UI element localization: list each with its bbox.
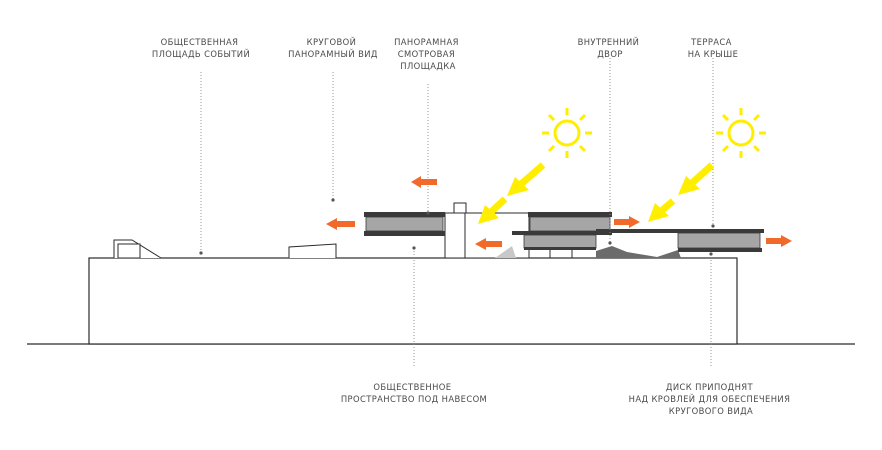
sunlight-arrow-icon: [478, 196, 508, 224]
roof-terrace-disc: [596, 229, 764, 252]
building-mass: [88, 257, 738, 345]
view-direction-arrow-icon: [614, 216, 640, 228]
roof-structure-ramp: [113, 239, 162, 259]
view-direction-arrow-icon: [475, 238, 502, 250]
label-covered-public-space: ОБЩЕСТВЕННОЕ ПРОСТРАНСТВО ПОД НАВЕСОМ: [341, 382, 487, 404]
view-direction-arrow-icon: [326, 218, 355, 230]
sunlight-arrow-icon: [648, 198, 676, 222]
observation-deck-disc: [364, 212, 445, 236]
label-roof-terrace: ТЕРРАСА НА КРЫШЕ: [688, 37, 739, 59]
sunlight-arrow-icon: [678, 162, 715, 195]
label-public-event-square: ОБЩЕСТВЕННАЯ ПЛОЩАДЬ СОБЫТИЙ: [152, 37, 250, 59]
view-direction-arrow-icon: [411, 176, 437, 188]
courtyard-floor: [596, 246, 681, 258]
view-direction-arrow-icon: [766, 235, 792, 247]
label-raised-disc: ДИСК ПРИПОДНЯТ НАД КРОВЛЕЙ ДЛЯ ОБЕСПЕЧЕН…: [629, 382, 794, 416]
leader-dots: [199, 198, 715, 256]
sunlight-arrow-icon: [507, 162, 546, 196]
courtyard-ramp: [495, 246, 516, 258]
label-panoramic-view: КРУГОВОЙ ПАНОРАМНЫЙ ВИД: [288, 36, 378, 59]
label-courtyard: ВНУТРЕННИЙ ДВОР: [578, 36, 643, 59]
label-observation-deck: ПАНОРАМНАЯ СМОТРОВАЯ ПЛОЩАДКА: [394, 37, 462, 71]
sun-icon: [542, 108, 592, 158]
sun-icon: [716, 108, 766, 158]
leader-lines: [200, 58, 714, 368]
roof-structure-kiosk: [288, 243, 337, 258]
